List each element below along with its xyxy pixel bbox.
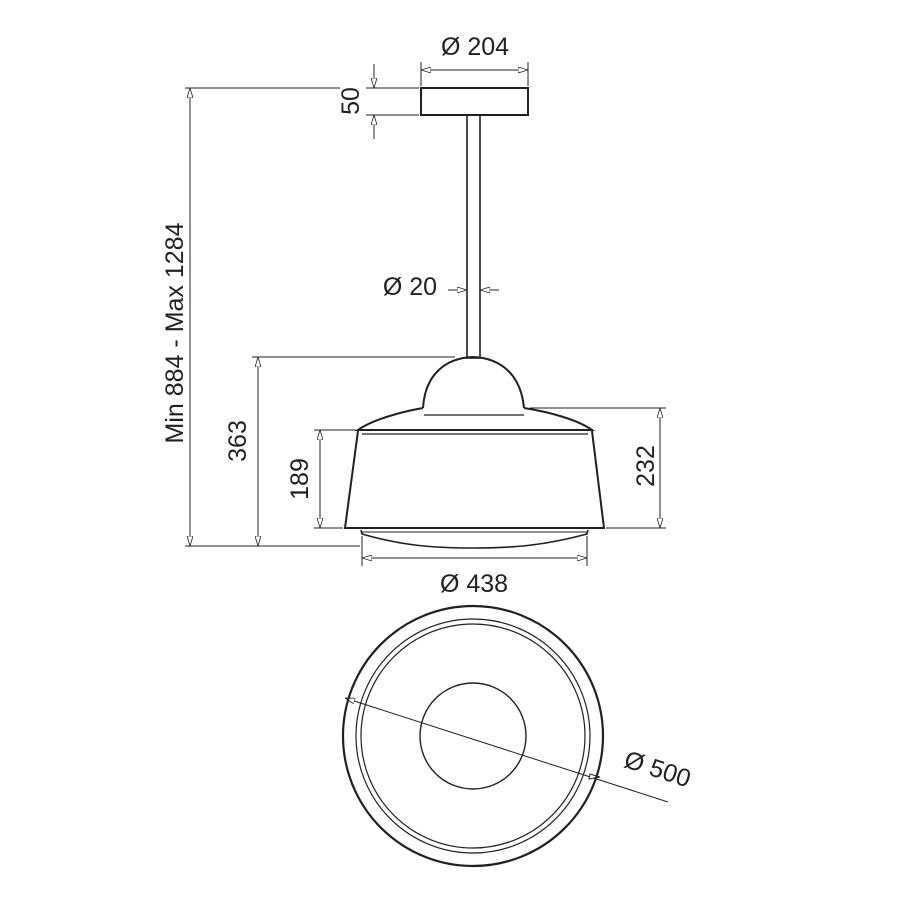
shade-body [343,430,606,529]
shade-height-label: 189 [286,458,314,500]
shade-diameter-label: Ø 500 [621,746,694,794]
lamp-height-label: 363 [224,420,252,462]
stem [466,114,481,359]
ceiling-canopy [420,87,529,116]
diffuser-diameter-label: Ø 438 [440,570,508,598]
dimension-lines [185,62,669,803]
body-height-label: 232 [632,445,660,487]
stem-diameter-label: Ø 20 [383,273,437,301]
canopy-height-label: 50 [337,87,365,115]
diffuser [360,529,589,549]
dome [422,355,525,409]
lamp-side-view [343,87,606,549]
lamp-top-view [341,604,605,868]
shade-top [354,407,596,431]
canopy-diameter-label: Ø 204 [441,33,509,61]
overall-height-label: Min 884 - Max 1284 [161,222,189,443]
